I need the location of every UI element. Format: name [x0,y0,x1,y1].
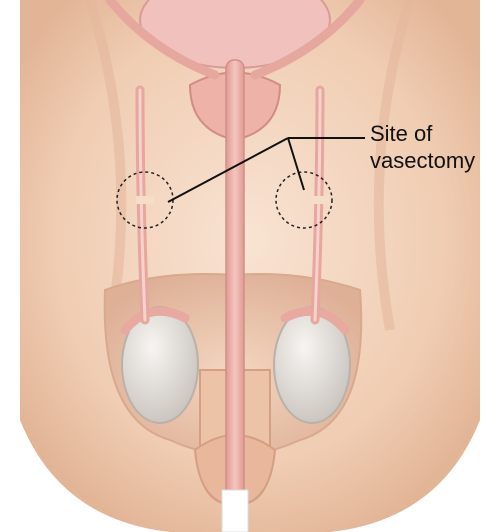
urethra [226,60,244,500]
bottom-tube [222,490,248,532]
left-cut-gap [136,196,154,204]
callout-label: Site of vasectomy [370,120,500,174]
right-cut-gap [311,196,329,204]
